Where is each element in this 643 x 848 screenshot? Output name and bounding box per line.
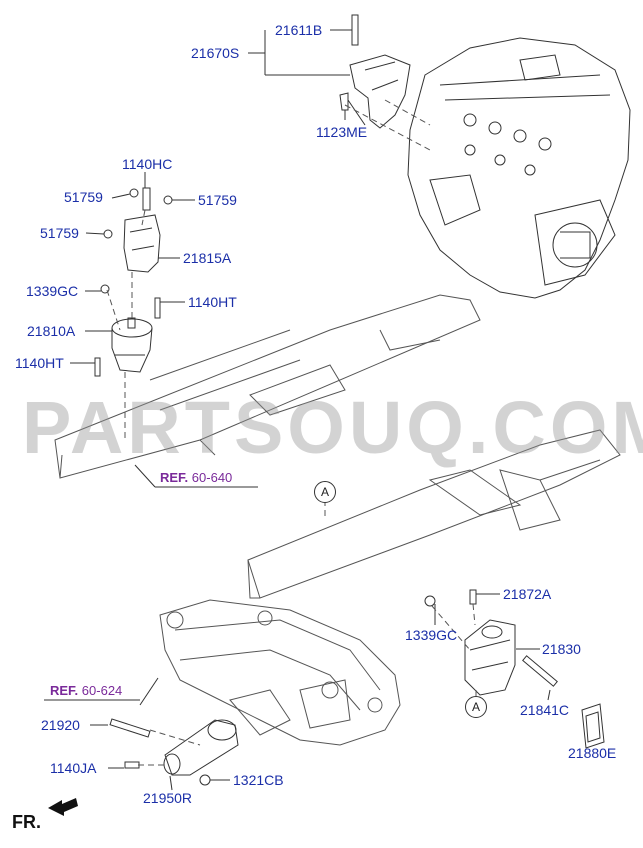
reference-60-624-value: 60-624: [81, 683, 123, 698]
callout-a-upper[interactable]: A: [314, 481, 336, 503]
dashed-alignment-lines: [106, 99, 477, 766]
part-label-21830[interactable]: 21830: [542, 641, 581, 657]
part-label-21920[interactable]: 21920: [41, 717, 80, 733]
part-label-21880e[interactable]: 21880E: [568, 745, 617, 761]
reference-60-640-key: REF.: [160, 470, 189, 485]
part-label-21872a[interactable]: 21872A: [503, 586, 552, 602]
reference-60-624-key: REF.: [50, 683, 79, 698]
part-label-1321cb[interactable]: 1321CB: [233, 772, 284, 788]
part-label-1140ja[interactable]: 1140JA: [50, 760, 97, 776]
engine-block-illustration: [407, 37, 631, 299]
reference-60-624[interactable]: REF. 60-624: [50, 683, 122, 699]
part-label-1140ht-lower[interactable]: 1140HT: [15, 355, 64, 371]
part-label-21611b[interactable]: 21611B: [275, 22, 323, 38]
part-label-21950r[interactable]: 21950R: [143, 790, 193, 806]
part-label-21810a[interactable]: 21810A: [27, 323, 76, 339]
callout-a-lower[interactable]: A: [465, 696, 487, 718]
leader-lines: [44, 29, 551, 791]
roll-mount-21950r-illustration: [109, 718, 239, 786]
part-label-51759-top-left[interactable]: 51759: [64, 189, 103, 205]
part-label-1339gc-upper[interactable]: 1339GC: [26, 283, 79, 299]
mount-21810a-illustration: [94, 284, 161, 377]
frame-rail-illustration: [54, 294, 621, 599]
front-direction-label: FR.: [12, 812, 41, 832]
part-label-21841c[interactable]: 21841C: [520, 702, 570, 718]
bracket-21670s-illustration: [339, 14, 411, 129]
part-label-1339gc-lower[interactable]: 1339GC: [405, 627, 458, 643]
part-label-51759-left[interactable]: 51759: [40, 225, 79, 241]
part-label-21670s[interactable]: 21670S: [191, 45, 240, 61]
part-label-1140hc[interactable]: 1140HC: [122, 156, 173, 172]
part-label-1123me[interactable]: 1123ME: [316, 124, 368, 140]
reference-60-640-value: 60-640: [191, 470, 233, 485]
front-direction-arrow-icon: [48, 798, 78, 816]
mount-21830-illustration: [424, 589, 605, 749]
part-label-51759-top-right[interactable]: 51759: [198, 192, 237, 208]
mount-21815a-illustration: [103, 187, 173, 273]
reference-60-640[interactable]: REF. 60-640: [160, 470, 232, 486]
part-label-21815a[interactable]: 21815A: [183, 250, 232, 266]
part-label-1140ht-upper[interactable]: 1140HT: [188, 294, 237, 310]
subframe-illustration: [159, 599, 401, 746]
